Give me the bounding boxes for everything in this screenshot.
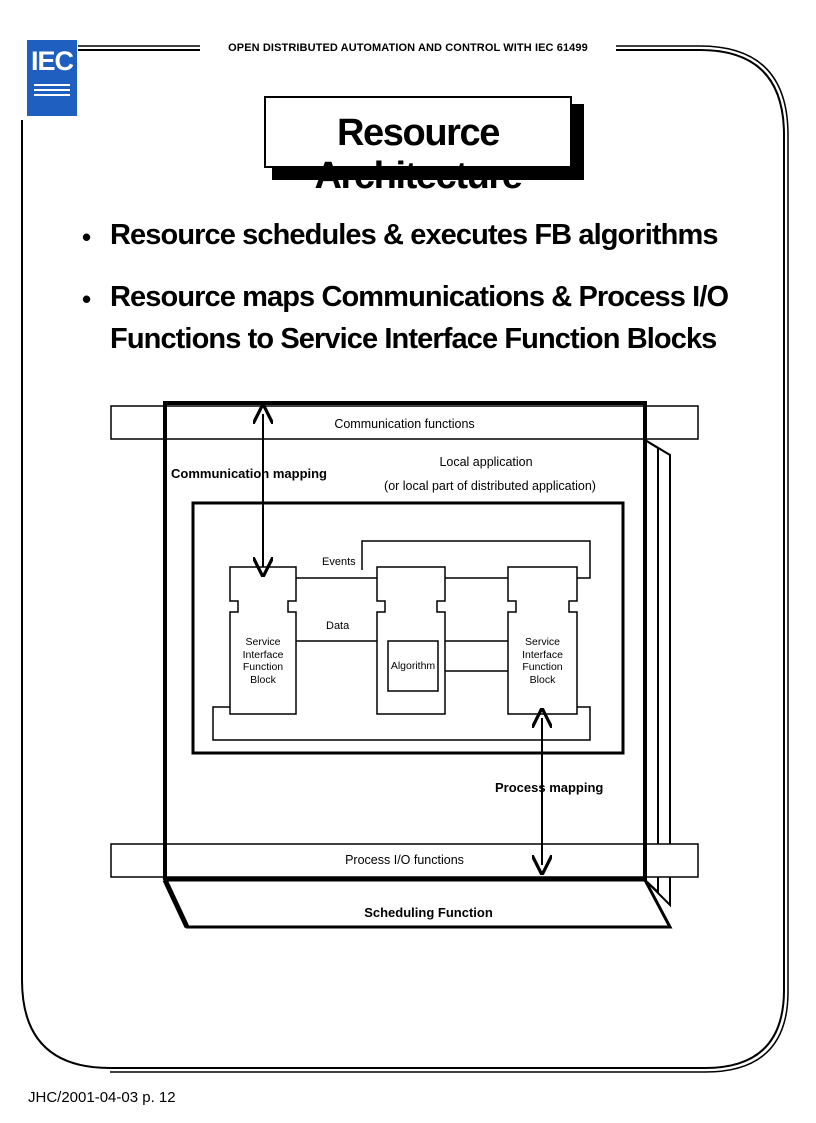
scheduling-function-label: Scheduling Function — [364, 905, 493, 920]
sifb-left-line: Interface — [242, 648, 284, 661]
process-io-functions-bar — [110, 843, 699, 878]
process-io-functions-label: Process I/O functions — [345, 853, 464, 867]
local-application-sublabel: (or local part of distributed applicatio… — [384, 479, 596, 493]
page-footer: JHC/2001-04-03 p. 12 — [28, 1089, 176, 1106]
sifb-left-line: Service — [245, 636, 281, 648]
data-loop — [212, 706, 591, 741]
logo-stripes-icon — [34, 84, 70, 99]
algorithm-label: Algorithm — [390, 660, 436, 672]
sifb-right-line: Service — [524, 636, 560, 648]
local-application-box — [191, 501, 625, 755]
bullet-2-line-2: Functions to Service Interface Function … — [110, 323, 717, 355]
bullet-marker: • — [82, 284, 92, 314]
process-mapping-label: Process mapping — [495, 780, 604, 795]
bullet-2-line-1: Resource maps Communications & Process I… — [110, 281, 729, 313]
communication-functions-label: Communication functions — [334, 417, 475, 431]
communication-functions-bar — [110, 405, 699, 440]
iec-logo: IEC — [27, 40, 77, 116]
local-application-label: Local application — [439, 455, 533, 469]
sifb-left-line: Function — [242, 661, 284, 673]
sifb-right-line: Block — [529, 673, 556, 686]
events-label: Events — [322, 556, 356, 568]
page-title: Resource Architecture — [314, 112, 522, 197]
title-box: Resource Architecture — [264, 96, 572, 197]
sifb-left-shape — [229, 566, 297, 715]
sifb-left-line: Block — [250, 673, 276, 686]
bullet-1-line-1: Resource schedules & executes FB algorit… — [110, 219, 718, 251]
data-label: Data — [326, 620, 350, 632]
sifb-right-line: Function — [522, 661, 563, 673]
communication-mapping-label: Communication mapping — [171, 466, 327, 481]
bullet-marker: • — [82, 222, 92, 252]
sifb-right-label: Service Interface Function Block — [508, 636, 577, 686]
sifb-left-label: Service Interface Function Block — [230, 636, 296, 686]
algorithm-fb-shape — [376, 566, 446, 715]
logo-text: IEC — [30, 46, 74, 76]
sifb-right-line: Interface — [522, 648, 563, 661]
header-title: OPEN DISTRIBUTED AUTOMATION AND CONTROL … — [200, 42, 616, 54]
event-loop — [361, 540, 591, 579]
sifb-right-shape — [507, 566, 578, 715]
